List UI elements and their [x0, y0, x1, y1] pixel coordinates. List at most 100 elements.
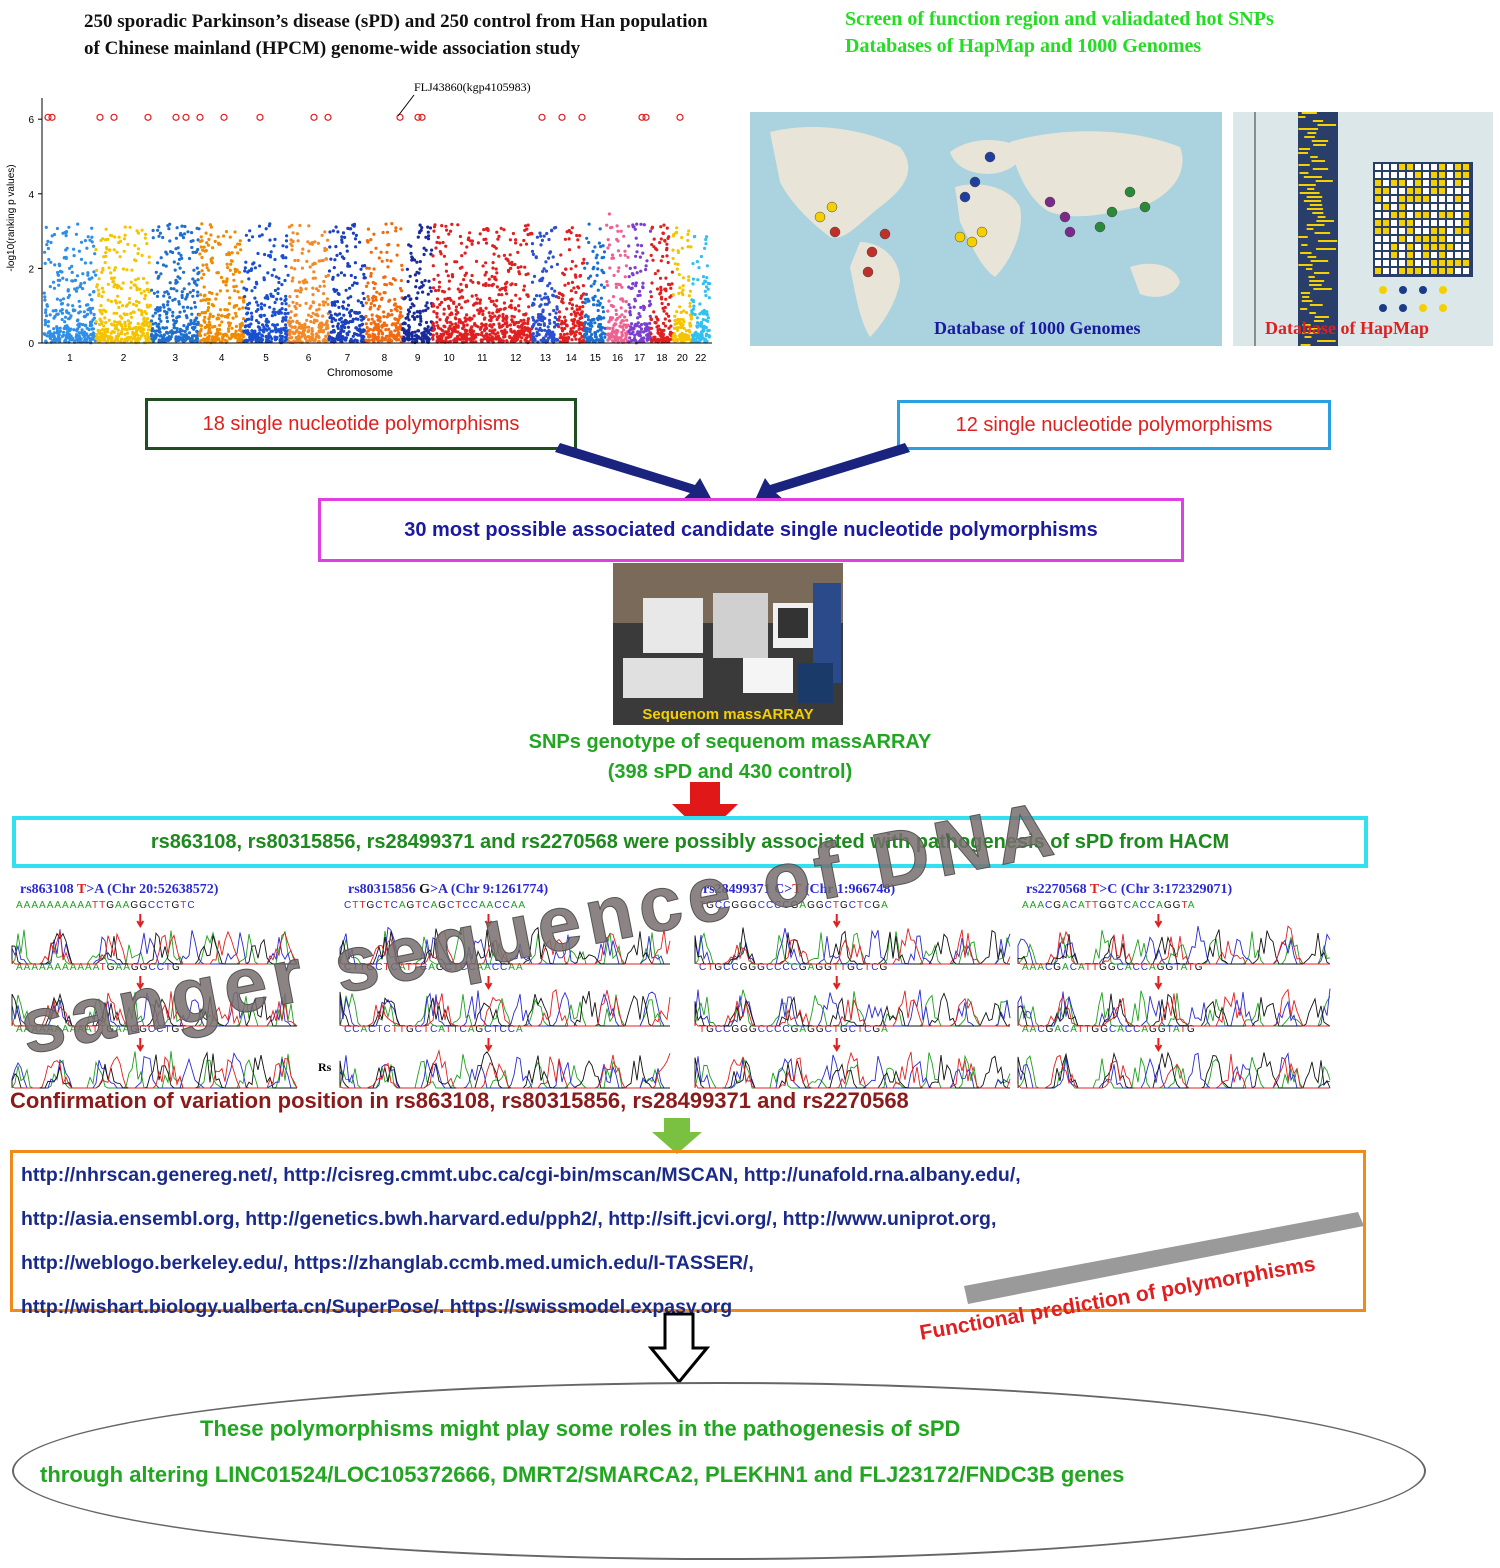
snp-point	[122, 237, 126, 241]
snp-point	[236, 339, 240, 344]
snp-point	[142, 289, 146, 293]
snp-point	[94, 320, 98, 324]
snp-point	[158, 313, 162, 318]
snp-point	[136, 231, 140, 235]
snp-point	[202, 294, 206, 298]
snp-point	[94, 273, 98, 277]
snp-point	[114, 334, 119, 338]
snp-point	[85, 333, 89, 337]
chromatogram-trace	[694, 1051, 1011, 1089]
snp-point	[167, 227, 171, 231]
snp-point	[99, 238, 103, 243]
snp-point	[272, 307, 276, 311]
snp-point	[113, 266, 117, 270]
snp-point	[182, 335, 186, 339]
snp-point	[208, 223, 212, 227]
snp-point	[174, 247, 178, 251]
snp-point	[58, 329, 63, 333]
snp-point	[199, 245, 203, 249]
snp-point	[140, 228, 144, 232]
snp-point	[203, 249, 207, 253]
snp-point	[60, 311, 64, 315]
snp-point	[73, 278, 77, 282]
snp-point	[226, 315, 230, 319]
snp-point	[207, 324, 211, 329]
snp-point	[183, 224, 187, 229]
snp-point	[63, 255, 67, 260]
snp-point	[122, 249, 126, 253]
snp-point	[94, 332, 99, 337]
snp-point	[280, 283, 284, 287]
snp-point	[202, 245, 206, 249]
snp-point	[201, 263, 205, 267]
snp-point	[86, 271, 90, 275]
snp-point	[100, 312, 104, 316]
snp-point	[125, 331, 129, 335]
snp-point	[173, 268, 177, 272]
snp-point	[237, 270, 241, 274]
snp-point	[143, 293, 147, 298]
snp-point	[85, 246, 89, 250]
snp-point	[192, 268, 196, 272]
snp-point	[118, 255, 122, 259]
snp-point	[189, 306, 193, 310]
snp-point	[81, 333, 85, 337]
snp-point	[131, 337, 135, 341]
snp-point	[51, 280, 56, 284]
snp-point	[199, 329, 203, 333]
snp-point	[66, 295, 70, 300]
snp-point	[108, 233, 112, 237]
snp-point	[179, 253, 183, 257]
snp-point	[134, 299, 139, 303]
snp-point	[205, 266, 209, 270]
snp-point	[187, 256, 192, 261]
snp-point	[143, 297, 147, 301]
snp-point	[218, 323, 222, 327]
snp-point	[195, 329, 199, 333]
snp-point	[133, 243, 137, 248]
snp-point	[232, 278, 236, 282]
snp-point	[146, 328, 150, 332]
snp-point	[77, 331, 82, 335]
snp-point	[43, 250, 47, 254]
snp-point	[55, 312, 59, 316]
snp-point	[121, 281, 125, 285]
snp-point	[72, 247, 76, 251]
snp-point	[99, 304, 103, 308]
snp-point	[196, 272, 200, 276]
snp-point	[233, 289, 237, 293]
snp-point	[151, 314, 155, 318]
snp-point	[223, 308, 227, 312]
snp-point	[88, 277, 92, 281]
snp-point	[64, 234, 68, 238]
snp-point	[118, 300, 122, 304]
snp-point	[190, 231, 194, 235]
snp-point	[157, 322, 161, 326]
snp-point	[206, 306, 211, 310]
snp-point	[86, 273, 90, 277]
snp-point	[100, 320, 104, 324]
snp-point	[148, 303, 152, 307]
snp-point	[243, 319, 248, 323]
snp-point	[234, 329, 238, 333]
snp-point	[224, 283, 228, 287]
snp-point	[166, 292, 171, 296]
snp-point	[61, 297, 66, 301]
snp-point	[161, 335, 165, 339]
snp-point	[228, 235, 232, 239]
snp-point	[89, 332, 93, 337]
snp-point	[90, 240, 94, 244]
snp-point	[222, 332, 226, 337]
snp-point	[242, 286, 246, 290]
snp-point	[200, 269, 204, 273]
snp-point	[158, 334, 162, 338]
snp-point	[203, 315, 207, 319]
snp-point	[273, 300, 277, 305]
snp-point	[196, 278, 200, 282]
snp-point	[183, 329, 187, 334]
snp-point	[95, 336, 99, 340]
snp-point	[263, 303, 267, 307]
snp-point	[126, 242, 130, 246]
snp-point	[98, 317, 102, 321]
snp-point	[78, 285, 82, 289]
